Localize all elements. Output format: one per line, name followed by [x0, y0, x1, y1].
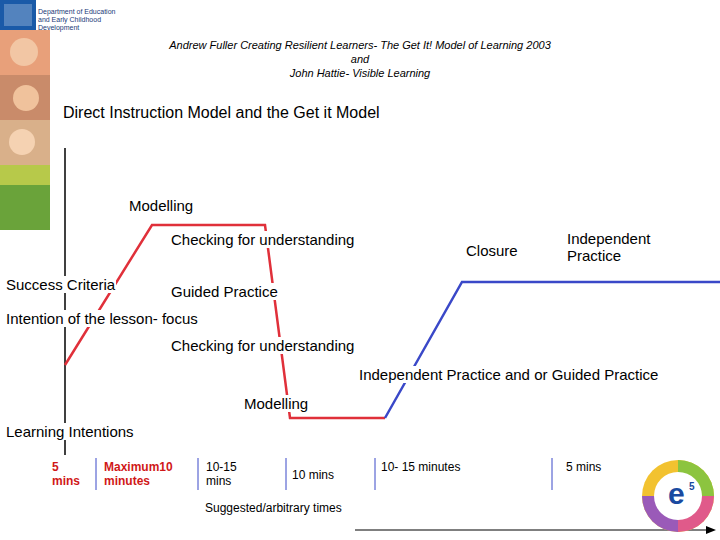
- time-label: 10- 15 minutes: [381, 461, 460, 475]
- logo-letter: e: [668, 477, 685, 512]
- tick: [198, 458, 199, 490]
- phase-label: Intention of the lesson- focus: [5, 310, 199, 327]
- time-label: 5 mins: [52, 461, 88, 489]
- tick: [552, 458, 553, 490]
- source-line: and: [0, 53, 720, 66]
- photo: [0, 75, 50, 120]
- green-panel: [0, 185, 50, 230]
- vertical-axis: [64, 148, 66, 455]
- logo-mark: [4, 4, 32, 26]
- phase-label: Checking for understanding: [170, 231, 355, 248]
- photo: [0, 165, 50, 185]
- logo-digit: 5: [689, 481, 695, 493]
- logo-center: [654, 472, 702, 520]
- slide-title: Direct Instruction Model and the Get it …: [62, 104, 381, 122]
- photo: [0, 120, 50, 165]
- phase-label: Independent Practice: [566, 230, 678, 265]
- blue-line: [385, 282, 720, 418]
- photo: [0, 30, 50, 75]
- time-label: Maximum10 minutes: [104, 461, 194, 489]
- time-arrow: [355, 529, 708, 530]
- phase-label: Learning Intentions: [5, 423, 135, 440]
- photo-face: [10, 38, 38, 66]
- phase-label: Closure: [465, 242, 519, 259]
- logo-ring: [642, 460, 714, 532]
- time-label: 10-15 mins: [206, 461, 252, 489]
- photo-face: [13, 85, 39, 111]
- tick: [96, 458, 97, 490]
- source-line: John Hattie- Visible Learning: [0, 67, 720, 80]
- phase-label: Guided Practice: [170, 283, 279, 300]
- source-line: Andrew Fuller Creating Resilient Learner…: [0, 39, 720, 52]
- photo-face: [9, 129, 35, 155]
- footnote: Suggested/arbitrary times: [205, 502, 342, 516]
- phase-label: Checking for understanding: [170, 337, 355, 354]
- phase-label: Independent Practice and or Guided Pract…: [358, 366, 659, 383]
- time-label: 10 mins: [292, 469, 334, 483]
- arrow-head: [706, 526, 716, 534]
- tick: [375, 458, 376, 490]
- phase-label: Modelling: [243, 395, 309, 412]
- tick: [286, 458, 287, 490]
- logo-text: Department of Education and Early Childh…: [38, 8, 118, 32]
- time-label: 5 mins: [566, 461, 601, 475]
- phase-label: Success Criteria: [5, 276, 116, 293]
- logo-block: [0, 0, 36, 30]
- phase-label: Modelling: [128, 197, 194, 214]
